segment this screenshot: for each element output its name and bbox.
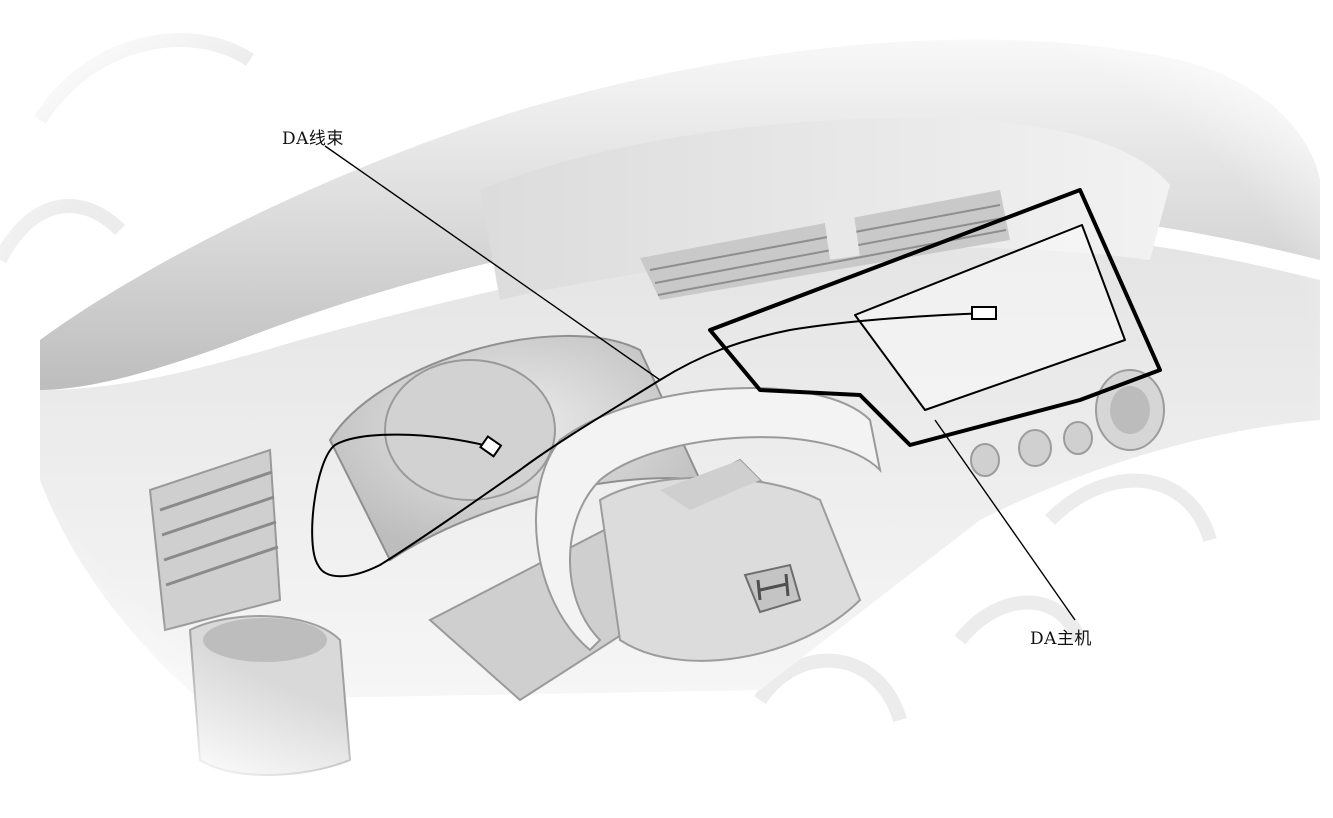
leader-line-harness [324,145,661,381]
da-harness-wire [311,312,991,578]
da-unit-bezel-outline [708,188,1162,447]
harness-connector-unit [971,306,997,320]
unit-label: DA主机 [1030,629,1092,649]
harness-connector-cluster [479,435,503,458]
harness-label: DA线束 [282,129,344,149]
leader-line-unit [934,419,1076,621]
